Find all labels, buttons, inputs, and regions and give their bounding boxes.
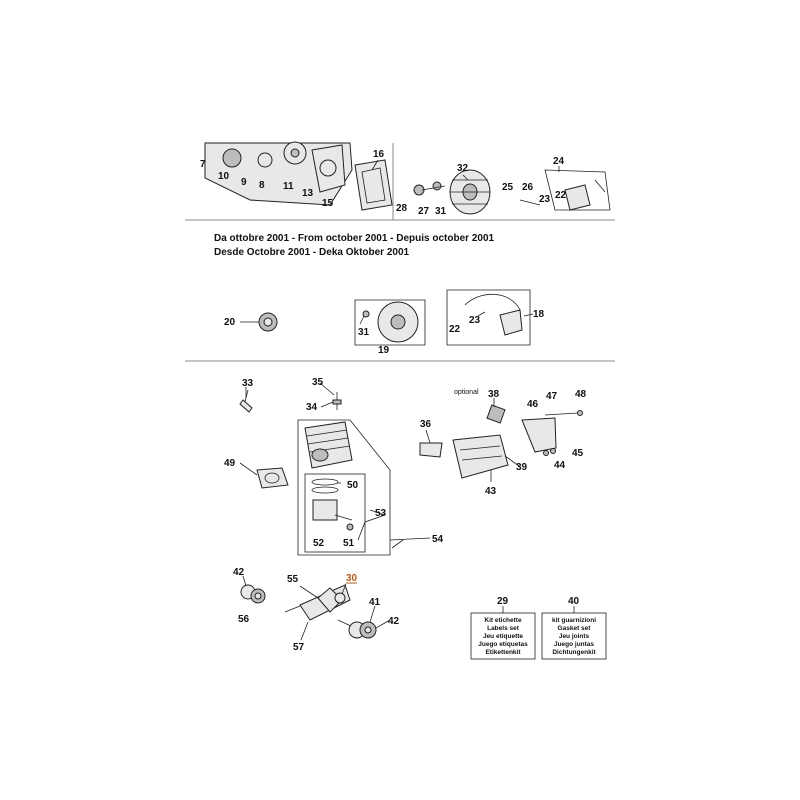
callout-numbers: 7 9 10 8 11 13 15 16 28 27 31 32 25 26 2… — [200, 149, 587, 653]
bearing-56-42 — [240, 584, 266, 604]
kit-40-line-4: Juego juntas — [554, 641, 594, 648]
callout-18: 18 — [533, 309, 545, 320]
callout-38: 38 — [488, 389, 500, 400]
kit-29-line-4: Juego etiquetas — [478, 641, 528, 648]
date-caption-line1: Da ottobre 2001 - From october 2001 - De… — [214, 233, 495, 244]
optional-label: optional — [454, 389, 479, 396]
callout-31-mid: 31 — [358, 327, 370, 338]
crankshaft-57 — [284, 584, 356, 629]
kit-40-line-1: kit guarnizioni — [552, 617, 596, 624]
clutch-20 — [240, 312, 278, 332]
callout-53: 53 — [375, 508, 387, 519]
callout-24: 24 — [553, 156, 565, 167]
piston-box — [297, 419, 391, 556]
callout-51: 51 — [343, 538, 355, 549]
callout-49: 49 — [224, 458, 236, 469]
callout-16: 16 — [373, 149, 385, 160]
callout-55: 55 — [287, 574, 299, 585]
callout-20: 20 — [224, 317, 236, 328]
callout-10: 10 — [218, 171, 230, 182]
callout-29: 29 — [497, 596, 509, 607]
callout-33: 33 — [242, 378, 254, 389]
callout-42-right: 42 — [388, 616, 400, 627]
callout-57: 57 — [293, 642, 305, 653]
callout-56: 56 — [238, 614, 250, 625]
callout-46: 46 — [527, 399, 539, 410]
callout-19: 19 — [378, 345, 390, 356]
callout-25: 25 — [502, 182, 514, 193]
callout-11: 11 — [283, 181, 294, 192]
callout-39: 39 — [516, 462, 528, 473]
kit-40-line-3: Jeu joints — [559, 633, 590, 640]
gasket-16 — [354, 159, 393, 211]
callout-13: 13 — [302, 188, 314, 199]
callout-8: 8 — [259, 180, 265, 191]
ignition-coil-24 — [519, 169, 611, 211]
callout-44: 44 — [554, 460, 566, 471]
kit-40-line-5: Dichtungenkit — [552, 649, 596, 656]
callout-7: 7 — [200, 159, 206, 170]
callout-45: 45 — [572, 448, 584, 459]
gasket-36 — [419, 442, 443, 458]
kit-29-line-1: Kit etichette — [484, 617, 522, 624]
callout-30-highlighted: 30 — [346, 573, 358, 584]
top-small-parts — [413, 181, 446, 196]
callout-28: 28 — [396, 203, 408, 214]
callout-15: 15 — [322, 198, 334, 209]
gasket-kit-box: kit guarnizioni Gasket set Jeu joints Ju… — [541, 612, 607, 660]
callout-32: 32 — [457, 163, 469, 174]
callout-52: 52 — [313, 538, 325, 549]
muffler-43 — [452, 404, 509, 479]
flywheel-32 — [449, 169, 491, 215]
callout-26: 26 — [522, 182, 534, 193]
callout-42-left: 42 — [233, 567, 245, 578]
kit-29-line-2: Labels set — [487, 625, 520, 632]
cylinder — [304, 421, 353, 469]
callout-41: 41 — [369, 597, 381, 608]
callout-27: 27 — [418, 206, 430, 217]
callout-36: 36 — [420, 419, 432, 430]
callout-54: 54 — [432, 534, 444, 545]
callout-43: 43 — [485, 486, 497, 497]
leader-lines — [239, 159, 575, 641]
bearing-41-42 — [348, 621, 377, 639]
callout-48: 48 — [575, 389, 587, 400]
callout-23-mid: 23 — [469, 315, 481, 326]
top-left-crankcase-assembly — [204, 141, 353, 206]
callout-35: 35 — [312, 377, 324, 388]
kit-29-line-3: Jeu etiquette — [483, 633, 523, 640]
kit-40-line-2: Gasket set — [558, 625, 592, 632]
labels-kit-box: Kit etichette Labels set Jeu etiquette J… — [470, 612, 536, 660]
kit-29-line-5: Etikettenkit — [485, 649, 521, 656]
callout-31-top: 31 — [435, 206, 447, 217]
flywheel-19 — [354, 299, 426, 346]
spark-plug-33 — [239, 389, 253, 413]
ignition-module-18 — [446, 289, 531, 346]
gasket-49 — [256, 467, 289, 489]
callout-34: 34 — [306, 402, 318, 413]
callout-22-mid: 22 — [449, 324, 461, 335]
callout-23-top: 23 — [539, 194, 551, 205]
date-caption-line2: Desde Octobre 2001 - Deka Oktober 2001 — [214, 247, 410, 258]
callout-50: 50 — [347, 480, 359, 491]
bracket-46 — [521, 410, 583, 456]
callout-22-top: 22 — [555, 190, 567, 201]
callout-9: 9 — [241, 177, 247, 188]
callout-47: 47 — [546, 391, 558, 402]
callout-40: 40 — [568, 596, 580, 607]
